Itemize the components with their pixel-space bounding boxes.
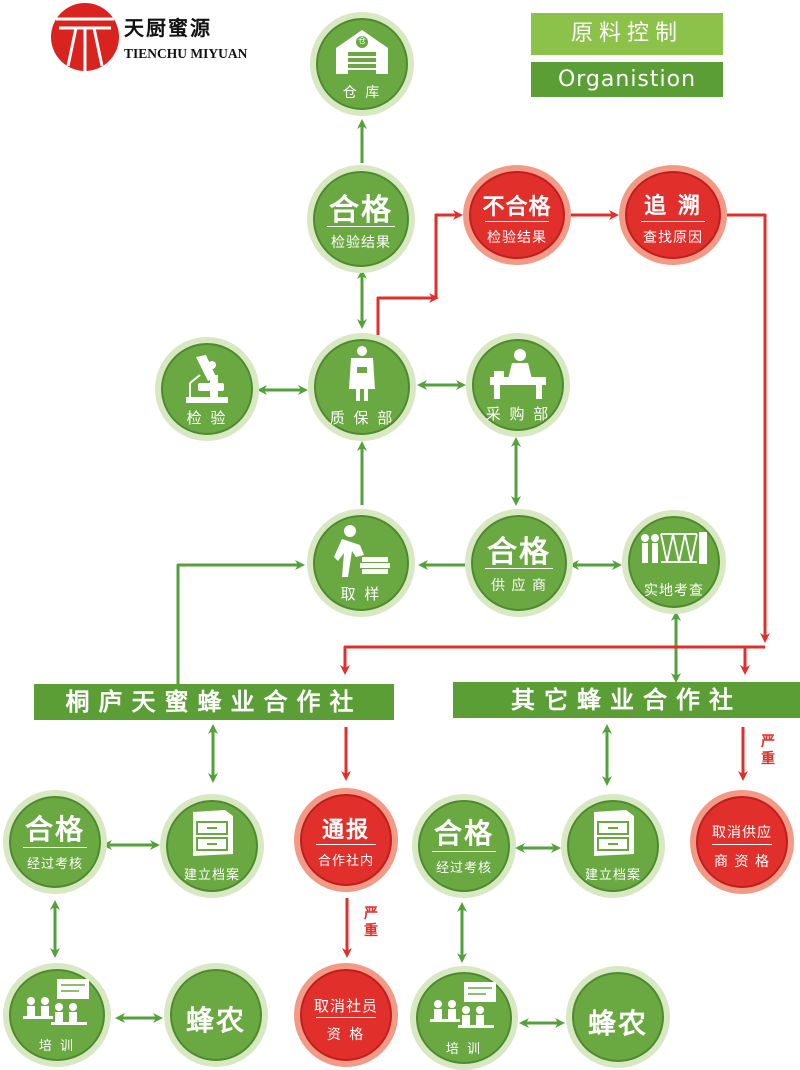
left-beekeeper-label: 蜂农 (185, 1004, 246, 1037)
training-classroom-icon (23, 979, 89, 1025)
cancel-member-divider (316, 1017, 376, 1018)
bar-tonglu-coop: 桐庐天蜜蜂业合作社 (34, 684, 394, 720)
cancel-member-line2: 资 格 (326, 1027, 366, 1043)
trace-divider (641, 221, 705, 222)
node-unqualified-result: 不合格 检验结果 (463, 165, 571, 265)
node-inspection: 检 验 (155, 337, 259, 441)
node-notify: 通报 合作社内 (294, 788, 398, 892)
right-archive-label: 建立档案 (584, 868, 641, 883)
company-logo: 天厨蜜源 TIENCHU MIYUAN (50, 2, 280, 72)
node-cancel-member: 取消社员 资 格 (294, 963, 398, 1067)
node-trace: 追 溯 查找原因 (619, 165, 727, 265)
header-subtitle: Organistion (531, 62, 723, 97)
archive-cabinet-icon (594, 810, 634, 856)
left-assessed-label: 经过考核 (26, 857, 83, 872)
notify-divider (316, 844, 376, 845)
cancel-supplier-divider (712, 844, 772, 845)
arrow-red-split-left (340, 645, 765, 675)
warehouse-icon (336, 30, 388, 74)
node-right-training: 培 训 (410, 966, 518, 1070)
cancel-supplier-line2: 商 资 格 (714, 854, 770, 870)
training-classroom-icon (430, 982, 496, 1028)
right-training-label: 培 训 (445, 1042, 483, 1057)
header-title: 原料控制 (531, 13, 723, 55)
unqualified-result-label: 检验结果 (487, 230, 547, 246)
right-beekeeper-label: 蜂农 (587, 1007, 648, 1040)
site-gate-icon (641, 532, 707, 564)
qa-inspector-icon (349, 346, 375, 401)
warehouse-sign: 仓 (358, 36, 366, 45)
right-assessed-title: 合格 (433, 817, 494, 850)
trace-title: 追 溯 (644, 194, 702, 219)
notify-label: 合作社内 (317, 854, 374, 869)
archive-cabinet-icon (193, 810, 233, 856)
site-check-label: 实地考查 (644, 583, 704, 599)
node-warehouse: 仓 仓 库 (310, 12, 414, 116)
left-assessed-title: 合格 (24, 813, 85, 846)
logo-en: TIENCHU MIYUAN (124, 46, 248, 61)
warehouse-label: 仓 库 (342, 85, 382, 101)
cancel-member-line1: 取消社员 (313, 997, 378, 1015)
logo-cn: 天厨蜜源 (124, 16, 212, 40)
arrow-qa-to-unqualified (376, 293, 439, 335)
left-archive-label: 建立档案 (183, 868, 240, 883)
qualified-result-label: 检验结果 (331, 235, 391, 251)
node-cancel-supplier: 取消供应 商 资 格 (690, 790, 794, 894)
inspection-label: 检 验 (186, 409, 228, 427)
arrow-coop-to-sampling (176, 560, 305, 686)
node-qualified-result: 合格 检验结果 (307, 165, 415, 273)
severe-note-left: 严重 (364, 906, 378, 939)
unqualified-result-title: 不合格 (482, 195, 552, 220)
node-purchasing: 采 购 部 (466, 333, 570, 437)
node-right-beekeeper: 蜂农 (566, 966, 670, 1068)
node-qa: 质 保 部 (308, 333, 416, 441)
right-assessed-label: 经过考核 (435, 861, 492, 876)
left-assessed-divider (23, 847, 87, 848)
qa-label: 质 保 部 (329, 409, 395, 427)
node-left-beekeeper: 蜂农 (164, 963, 268, 1067)
unqualified-result-divider (485, 221, 549, 222)
node-supplier: 合格 供 应 商 (465, 509, 573, 617)
supplier-label: 供 应 商 (491, 578, 547, 594)
cancel-supplier-line1: 取消供应 (712, 825, 772, 841)
left-training-label: 培 训 (38, 1039, 76, 1054)
arrow-trace-down (727, 213, 770, 643)
node-right-archive: 建立档案 (561, 794, 665, 898)
sampling-worker-icon (334, 525, 390, 577)
node-right-assessed: 合格 经过考核 (412, 794, 516, 898)
notify-title: 通报 (321, 818, 370, 843)
bar-other-coop: 其它蜂业合作社 (453, 682, 800, 718)
supplier-title: 合格 (487, 535, 551, 570)
purchasing-desk-icon (490, 349, 546, 399)
trace-label: 查找原因 (643, 230, 703, 246)
node-left-assessed: 合格 经过考核 (3, 790, 107, 894)
node-left-archive: 建立档案 (160, 794, 264, 898)
qualified-result-divider (327, 226, 395, 227)
logo-mark-icon (51, 3, 119, 71)
supplier-divider (485, 568, 553, 569)
node-left-training: 培 训 (3, 963, 111, 1067)
purchasing-label: 采 购 部 (485, 405, 551, 423)
microscope-icon (186, 355, 228, 403)
severe-note-right: 严重 (761, 734, 775, 767)
node-sampling: 取 样 (307, 509, 415, 617)
node-site-check: 实地考查 (622, 510, 726, 614)
qualified-result-title: 合格 (329, 193, 393, 228)
sampling-label: 取 样 (340, 585, 382, 603)
arrow-up-to-unqualified (434, 210, 463, 298)
right-assessed-divider (432, 851, 496, 852)
